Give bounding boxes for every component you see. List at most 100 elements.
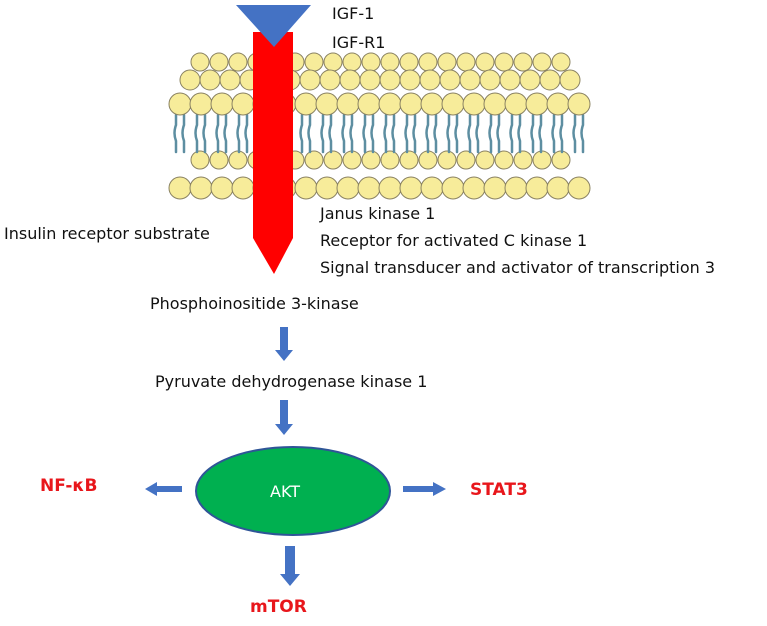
lipid-head xyxy=(168,92,192,116)
lipid-head xyxy=(361,52,381,72)
lipid-head xyxy=(179,69,201,91)
lipid-head xyxy=(441,92,465,116)
nf-kb-label: NF-κB xyxy=(40,476,98,496)
lipid-head xyxy=(532,150,552,170)
stat3-receptor-label: Signal transducer and activator of trans… xyxy=(320,258,716,277)
janus-kinase-label: Janus kinase 1 xyxy=(320,204,436,223)
lipid-head xyxy=(299,69,321,91)
lipid-head xyxy=(190,52,210,72)
lipid-head xyxy=(380,52,400,72)
lipid-head xyxy=(539,69,561,91)
lipid-head xyxy=(210,176,234,200)
igf-1-ligand xyxy=(236,5,311,47)
insulin-receptor-substrate-label: Insulin receptor substrate xyxy=(4,224,210,243)
lipid-head xyxy=(551,150,571,170)
igf-r1-label: IGF-R1 xyxy=(332,33,386,52)
arrow-pi3k-to-pdk1 xyxy=(275,327,293,361)
lipid-bilayer-membrane xyxy=(168,52,591,200)
lipid-head xyxy=(475,52,495,72)
lipid-head xyxy=(342,52,362,72)
lipid-head xyxy=(559,69,581,91)
lipid-head xyxy=(437,150,457,170)
stat3-label: STAT3 xyxy=(470,480,528,500)
lipid-head xyxy=(189,92,213,116)
lipid-tails xyxy=(173,113,585,154)
lipid-head xyxy=(494,52,514,72)
lipid-head xyxy=(483,92,507,116)
lipid-head xyxy=(399,69,421,91)
lipid-head xyxy=(513,150,533,170)
lipid-head xyxy=(439,69,461,91)
lipid-head xyxy=(399,92,423,116)
lipid-head xyxy=(420,92,444,116)
akt-label: AKT xyxy=(270,482,300,501)
lipid-head xyxy=(209,52,229,72)
lipid-head xyxy=(361,150,381,170)
lipid-head xyxy=(304,52,324,72)
lipid-head xyxy=(499,69,521,91)
lipid-head xyxy=(315,92,339,116)
lipid-head xyxy=(357,92,381,116)
lipid-head xyxy=(190,150,210,170)
lipid-head xyxy=(532,52,552,72)
lipid-head xyxy=(456,150,476,170)
lipid-head xyxy=(551,52,571,72)
lipid-head xyxy=(319,69,341,91)
arrow-akt-to-stat3 xyxy=(403,482,446,496)
arrow-pdk1-to-akt xyxy=(275,400,293,435)
lipid-head xyxy=(504,92,528,116)
pdk1-label: Pyruvate dehydrogenase kinase 1 xyxy=(155,372,428,391)
lipid-head xyxy=(336,92,360,116)
lipid-head xyxy=(379,69,401,91)
lipid-head xyxy=(294,92,318,116)
lipid-head xyxy=(519,69,541,91)
lipid-head xyxy=(459,69,481,91)
lipid-head xyxy=(513,52,533,72)
lipid-head xyxy=(437,52,457,72)
lipid-head xyxy=(209,150,229,170)
lipid-head xyxy=(339,69,361,91)
lipid-head xyxy=(231,176,255,200)
lipid-head xyxy=(525,92,549,116)
lipid-head xyxy=(494,150,514,170)
lipid-head xyxy=(219,69,241,91)
arrow-akt-to-mtor xyxy=(280,546,300,586)
lipid-head xyxy=(479,69,501,91)
lipid-head xyxy=(378,176,402,200)
lipid-head xyxy=(441,176,465,200)
lipid-head xyxy=(210,92,234,116)
igf-r1-receptor xyxy=(253,32,293,274)
lipid-head xyxy=(294,176,318,200)
lipid-head xyxy=(357,176,381,200)
lipid-head xyxy=(399,150,419,170)
lipid-head xyxy=(399,176,423,200)
lipid-head xyxy=(359,69,381,91)
lipid-head xyxy=(420,176,444,200)
lipid-head xyxy=(483,176,507,200)
lipid-head xyxy=(546,176,570,200)
lipid-head xyxy=(304,150,324,170)
lipid-head xyxy=(168,176,192,200)
lipid-head xyxy=(199,69,221,91)
lipid-head xyxy=(419,69,441,91)
lipid-head xyxy=(336,176,360,200)
lipid-head xyxy=(456,52,476,72)
lipid-head xyxy=(567,176,591,200)
igf-1-label: IGF-1 xyxy=(332,4,375,23)
lipid-head xyxy=(323,150,343,170)
akt-node xyxy=(195,446,391,536)
lipid-head xyxy=(228,150,248,170)
lipid-head xyxy=(462,176,486,200)
lipid-head xyxy=(475,150,495,170)
lipid-head xyxy=(380,150,400,170)
arrow-akt-to-nfkb xyxy=(145,482,182,496)
lipid-head xyxy=(342,150,362,170)
lipid-head xyxy=(567,92,591,116)
lipid-head xyxy=(399,52,419,72)
pi3k-label: Phosphoinositide 3-kinase xyxy=(150,294,359,313)
rack1-label: Receptor for activated C kinase 1 xyxy=(320,231,588,250)
lipid-head xyxy=(418,150,438,170)
lipid-head xyxy=(231,92,255,116)
